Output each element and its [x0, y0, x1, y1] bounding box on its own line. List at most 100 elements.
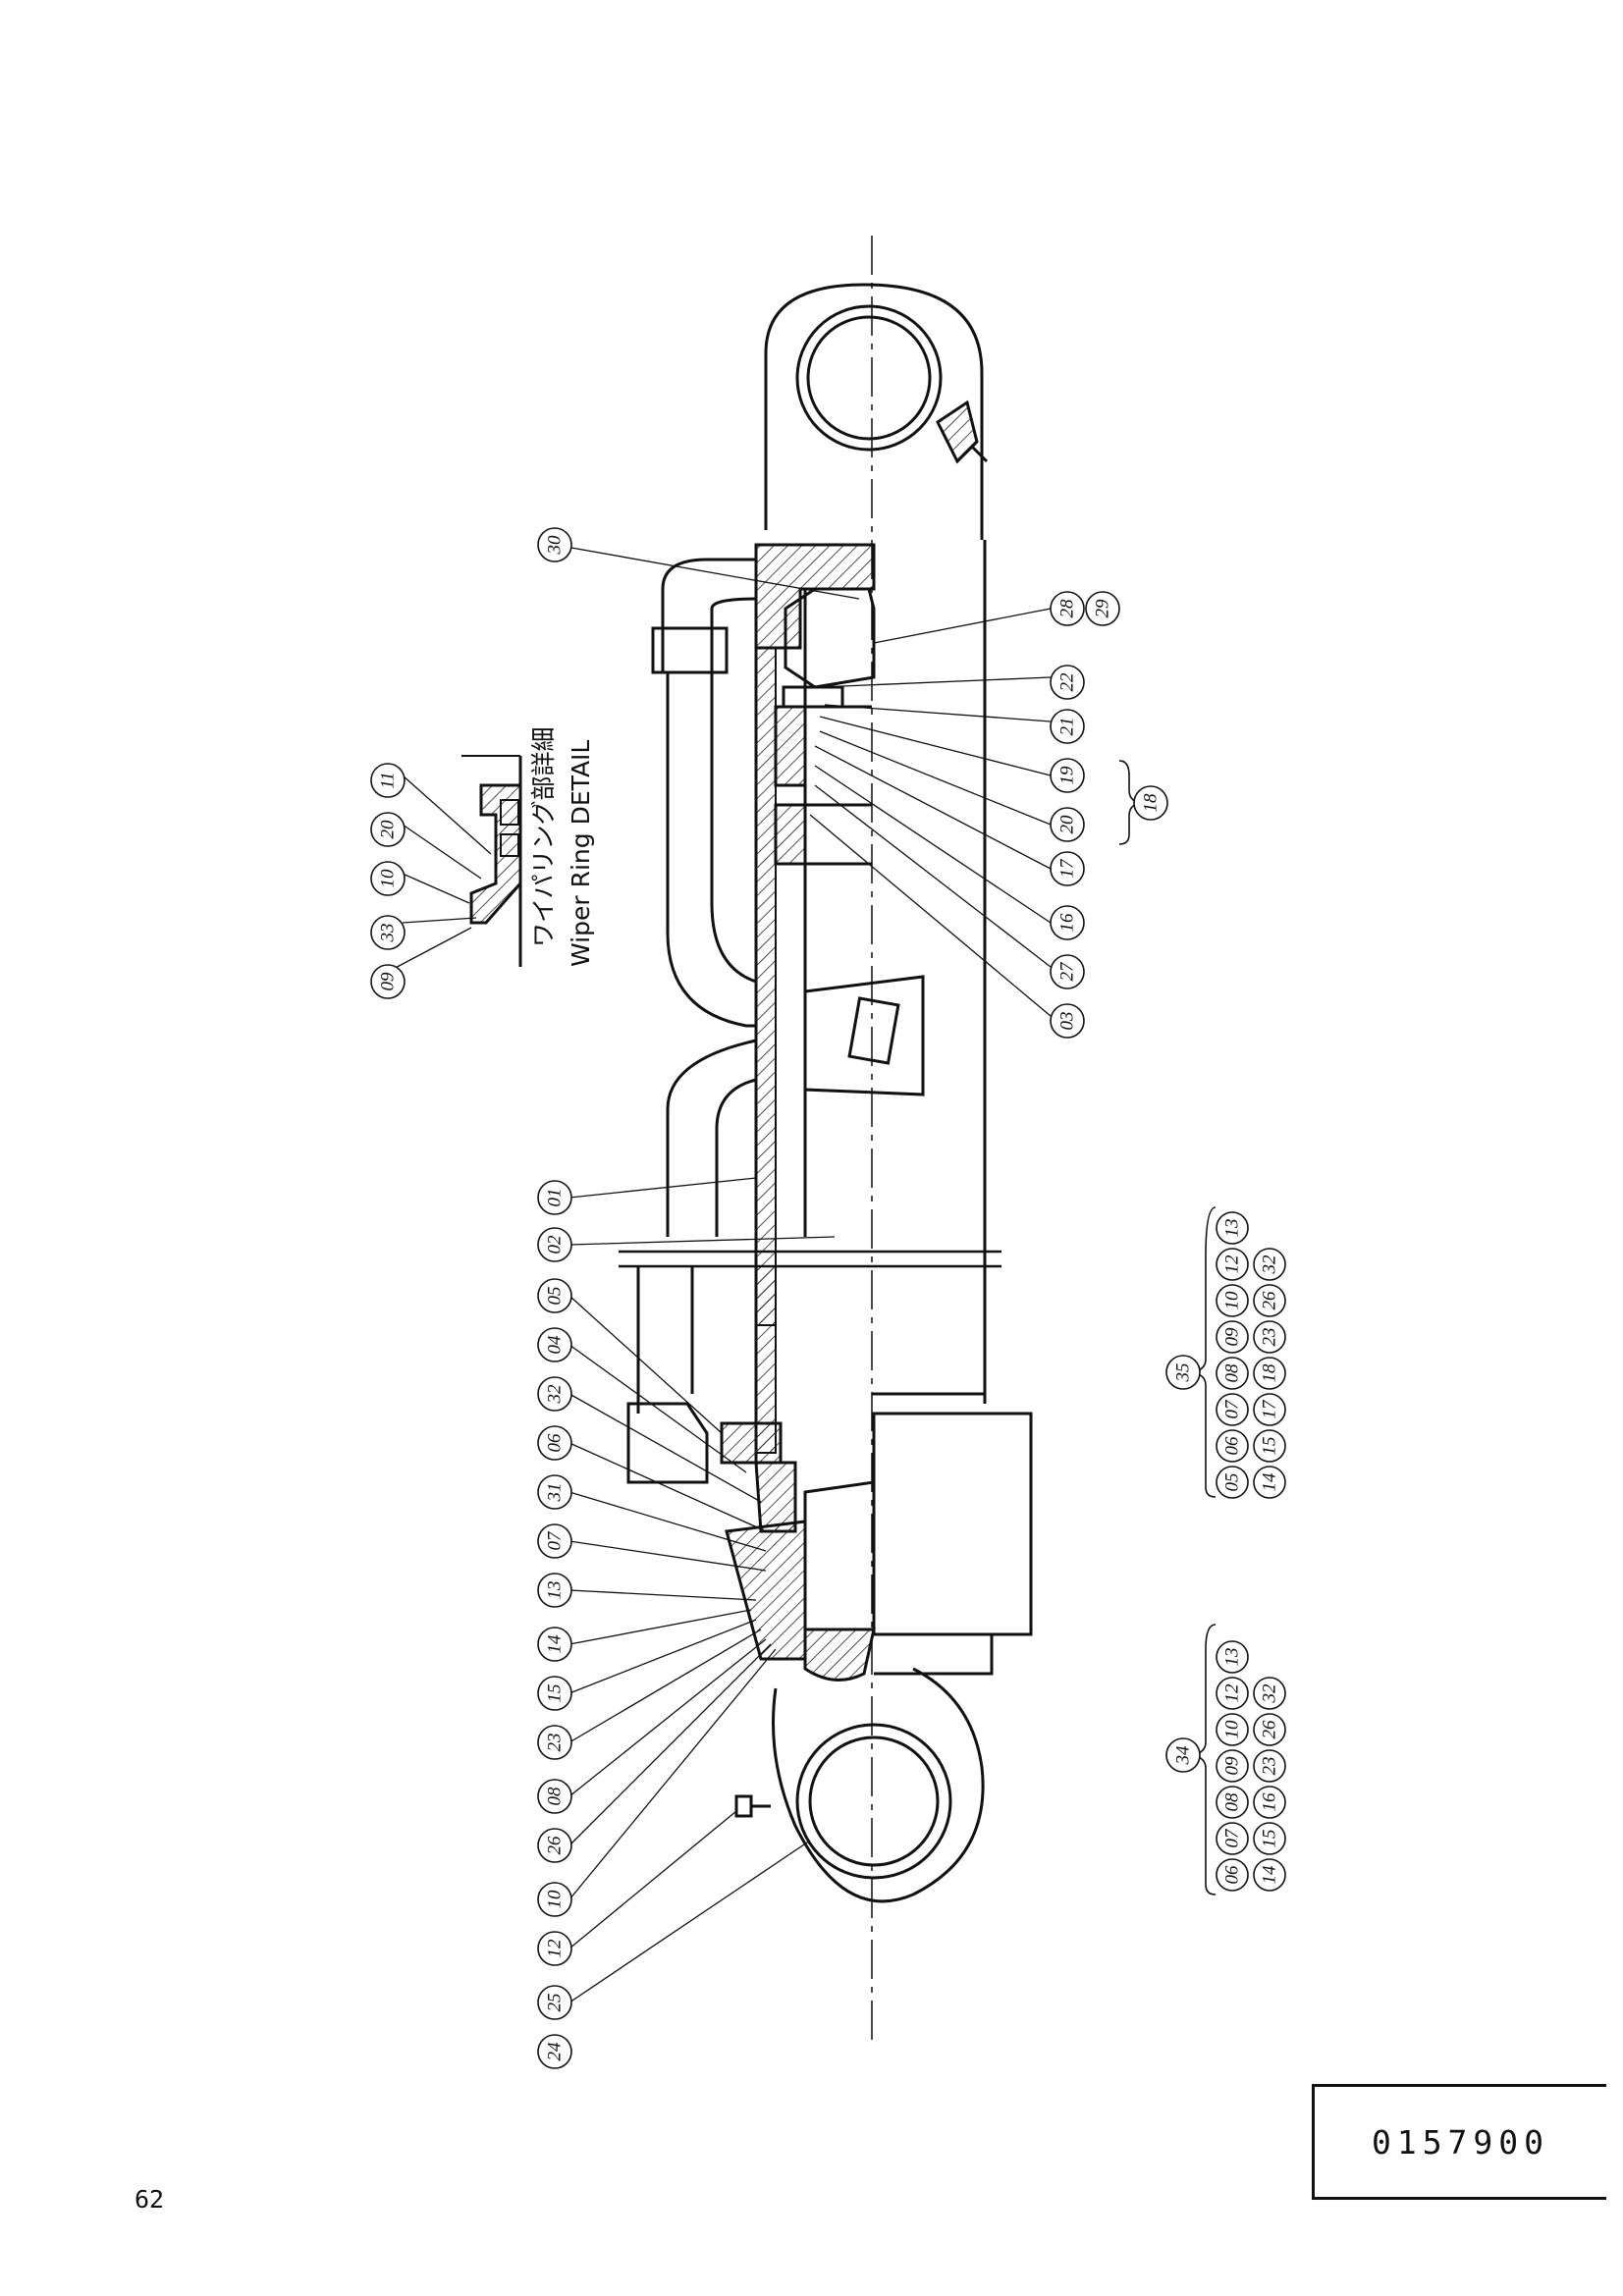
kit-35-callout: 35 [1165, 1355, 1201, 1390]
kit-34-item-09-label: 09 [1222, 1756, 1243, 1776]
kit-35-item-13: 13 [1216, 1211, 1249, 1245]
callout-10: 10 [537, 1882, 572, 1917]
kit-35-item-05-label: 05 [1222, 1473, 1243, 1492]
detail-callout-10: 10 [370, 861, 406, 896]
kit-34-item-07-label: 07 [1222, 1828, 1243, 1848]
hydraulic-pipe [626, 558, 757, 1484]
detail-callout-20: 20 [370, 812, 406, 847]
cylinder-head [720, 1265, 1033, 1682]
callout-04-label: 04 [545, 1335, 566, 1355]
detail-callout-10-label: 10 [378, 869, 399, 888]
kit-35-item-12: 12 [1216, 1248, 1249, 1281]
kit-35-item-18: 18 [1253, 1357, 1286, 1390]
callout-01: 01 [537, 1180, 572, 1215]
kit-34-item-08: 08 [1216, 1786, 1249, 1819]
callout-27-label: 27 [1057, 961, 1078, 982]
callout-17-label: 17 [1057, 858, 1078, 879]
callout-19: 19 [1050, 758, 1085, 793]
detail-callout-09-label: 09 [378, 972, 399, 991]
kit-35-item-23: 23 [1253, 1320, 1286, 1354]
kit-34-item-12-label: 12 [1222, 1683, 1243, 1703]
callout-31: 31 [537, 1474, 572, 1510]
drawing-number-box: 0157900 [1312, 2084, 1606, 2200]
callout-03-label: 03 [1057, 1012, 1078, 1031]
page-number: 62 [135, 2185, 165, 2214]
callout-28: 28 [1050, 591, 1085, 626]
kit-34-item-15-label: 15 [1260, 1830, 1280, 1848]
detail-callout-11: 11 [370, 763, 406, 798]
callout-20-label: 20 [1057, 815, 1078, 834]
kit-35-item-15: 15 [1253, 1429, 1286, 1463]
break-line [619, 1250, 1001, 1268]
callout-16-label: 16 [1057, 913, 1078, 933]
kit-35-item-08-label: 08 [1222, 1363, 1243, 1383]
callout-14-label: 14 [545, 1634, 566, 1654]
callout-23-label: 23 [545, 1734, 566, 1752]
callout-19-label: 19 [1057, 766, 1078, 785]
callout-24-label: 24 [545, 2042, 566, 2061]
callout-02-label: 02 [545, 1235, 566, 1255]
kit-35-item-17: 17 [1253, 1393, 1286, 1426]
rod-end-eye [764, 283, 989, 540]
callout-14: 14 [537, 1627, 572, 1662]
callout-29: 29 [1085, 591, 1120, 626]
callout-25-label: 25 [545, 1994, 566, 2012]
detail-title-jp: ワイパリング部詳細 [529, 726, 558, 947]
cylinder-tube [754, 540, 987, 1404]
callout-10-label: 10 [545, 1890, 566, 1909]
kit-34-item-14-label: 14 [1260, 1865, 1280, 1885]
kit-35-item-23-label: 23 [1260, 1328, 1280, 1347]
kit-34-item-26-label: 26 [1260, 1720, 1280, 1739]
kit-34-item-13-label: 13 [1222, 1648, 1243, 1667]
center-port [803, 975, 925, 1096]
kit-35-item-10-label: 10 [1222, 1291, 1243, 1310]
kit-35-item-08: 08 [1216, 1357, 1249, 1390]
callout-28-label: 28 [1057, 599, 1078, 618]
kit-35-item-14: 14 [1253, 1466, 1286, 1499]
kit-35-item-18-label: 18 [1260, 1363, 1280, 1383]
callout-18: 18 [1133, 785, 1168, 821]
kit-35-item-17-label: 17 [1260, 1399, 1280, 1419]
detail-callout-09: 09 [370, 964, 406, 999]
callout-15: 15 [537, 1676, 572, 1711]
callout-32: 32 [537, 1376, 572, 1412]
callout-07: 07 [537, 1523, 572, 1559]
callout-32-label: 32 [545, 1384, 566, 1405]
callout-01-label: 01 [545, 1189, 566, 1207]
drawing-number: 0157900 [1371, 2122, 1550, 2162]
callout-22-label: 22 [1057, 672, 1078, 692]
callout-16: 16 [1050, 905, 1085, 940]
detail-callout-33-label: 33 [378, 924, 399, 943]
kit-35-item-14-label: 14 [1260, 1472, 1280, 1492]
kit-34-item-12: 12 [1216, 1677, 1249, 1710]
rod-head [754, 543, 876, 650]
callout-13: 13 [537, 1573, 572, 1608]
callout-25: 25 [537, 1985, 572, 2020]
callout-06-label: 06 [545, 1433, 566, 1453]
kit-35-item-06: 06 [1216, 1429, 1249, 1463]
kit-35-item-32: 32 [1253, 1248, 1286, 1281]
callout-31-label: 31 [545, 1483, 566, 1503]
callout-27: 27 [1050, 954, 1085, 989]
callout-20: 20 [1050, 807, 1085, 842]
kit-35-item-07: 07 [1216, 1393, 1249, 1426]
callout-05-label: 05 [545, 1287, 566, 1306]
callout-12-label: 12 [545, 1939, 566, 1958]
kit-34-item-32: 32 [1253, 1677, 1286, 1710]
callout-12: 12 [537, 1931, 572, 1966]
kit-35-item-12-label: 12 [1222, 1255, 1243, 1274]
kit-34-item-15: 15 [1253, 1822, 1286, 1855]
callout-26-label: 26 [545, 1836, 566, 1855]
callout-30-label: 30 [545, 535, 566, 556]
callout-17: 17 [1050, 851, 1085, 886]
kit-34-item-10-label: 10 [1222, 1720, 1243, 1739]
kit-34-item-07: 07 [1216, 1822, 1249, 1855]
kit-34-item-16-label: 16 [1260, 1792, 1280, 1812]
detail-callout-20-label: 20 [378, 820, 399, 839]
kit-35-item-26: 26 [1253, 1284, 1286, 1317]
callout-03: 03 [1050, 1003, 1085, 1039]
callout-21: 21 [1050, 709, 1085, 744]
callout-07-label: 07 [545, 1530, 566, 1551]
kit-34-item-26: 26 [1253, 1713, 1286, 1746]
